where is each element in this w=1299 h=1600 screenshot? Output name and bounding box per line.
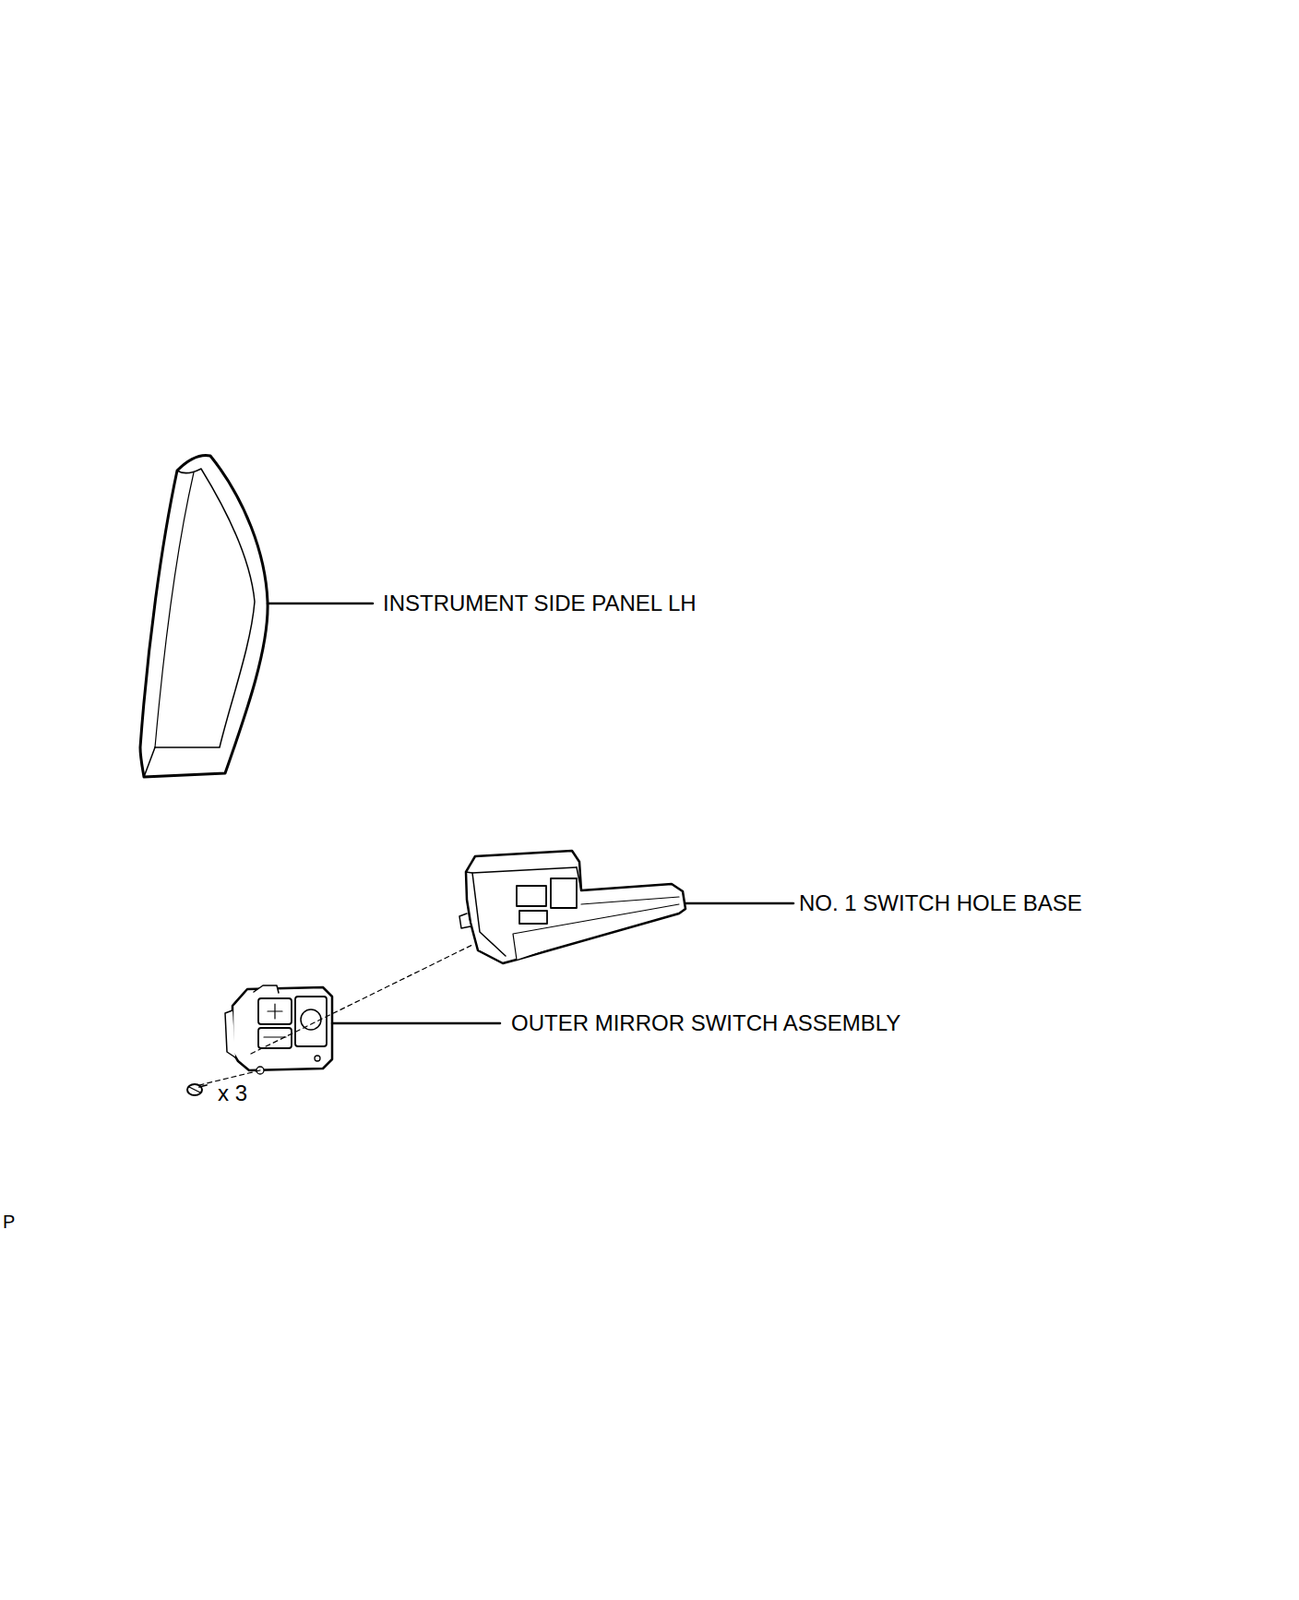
page-mark: P xyxy=(2,1208,15,1235)
leader-line xyxy=(685,902,794,906)
part-name: INSTRUMENT SIDE PANEL LH xyxy=(382,590,697,617)
leader-line xyxy=(267,602,373,606)
part-name: NO. 1 SWITCH HOLE BASE xyxy=(798,890,1083,917)
assembly-line xyxy=(250,944,473,1054)
side-panel-drawing xyxy=(140,455,268,777)
screw-symbol xyxy=(187,1084,207,1096)
mirror-switch-drawing xyxy=(225,985,333,1074)
leader-line xyxy=(332,1022,501,1025)
quantity: x 3 xyxy=(217,1080,248,1107)
switch-hole-base-drawing xyxy=(459,850,686,964)
part-name: OUTER MIRROR SWITCH ASSEMBLY xyxy=(511,1010,901,1037)
